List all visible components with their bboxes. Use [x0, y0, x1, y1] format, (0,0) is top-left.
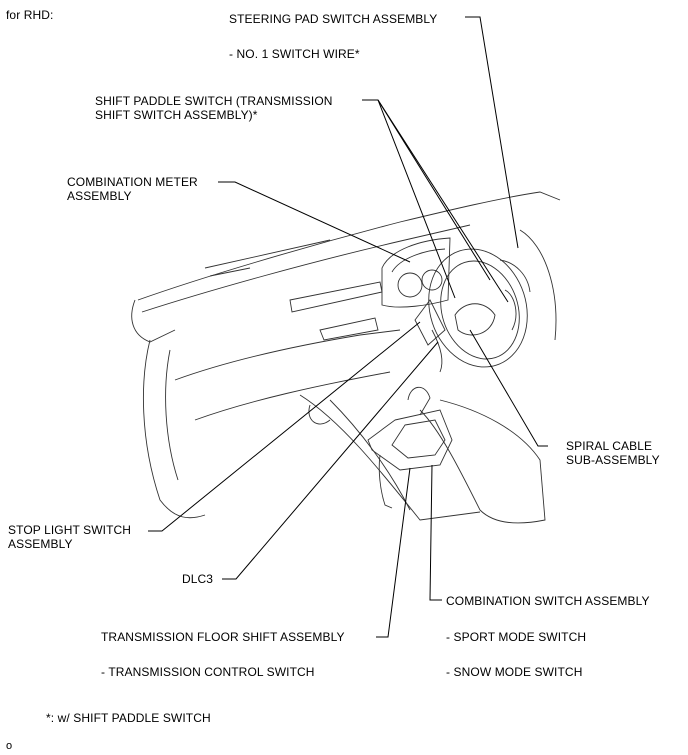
- variant-label: for RHD:: [6, 8, 54, 22]
- floor-shift-label: TRANSMISSION FLOOR SHIFT ASSEMBLY: [101, 630, 345, 644]
- sport-mode-switch-label: - SPORT MODE SWITCH: [446, 630, 587, 644]
- snow-mode-switch-label: - SNOW MODE SWITCH: [446, 665, 583, 679]
- combination-switch-label: COMBINATION SWITCH ASSEMBLY: [446, 594, 650, 608]
- footnote: *: w/ SHIFT PADDLE SWITCH: [46, 711, 211, 725]
- spiral-cable-label: SPIRAL CABLE SUB-ASSEMBLY: [566, 439, 660, 467]
- stop-light-switch-label: STOP LIGHT SWITCH ASSEMBLY: [8, 523, 132, 551]
- dlc3-label: DLC3: [182, 572, 214, 586]
- steering-pad-switch-label: STEERING PAD SWITCH ASSEMBLY: [229, 12, 438, 26]
- figure-id: o: [6, 740, 13, 752]
- transmission-control-switch-label: - TRANSMISSION CONTROL SWITCH: [101, 665, 315, 679]
- shift-paddle-switch-label: SHIFT PADDLE SWITCH (TRANSMISSION SHIFT …: [95, 94, 333, 122]
- combination-meter-label: COMBINATION METER ASSEMBLY: [67, 175, 198, 203]
- switch-wire-label: - NO. 1 SWITCH WIRE*: [229, 47, 360, 61]
